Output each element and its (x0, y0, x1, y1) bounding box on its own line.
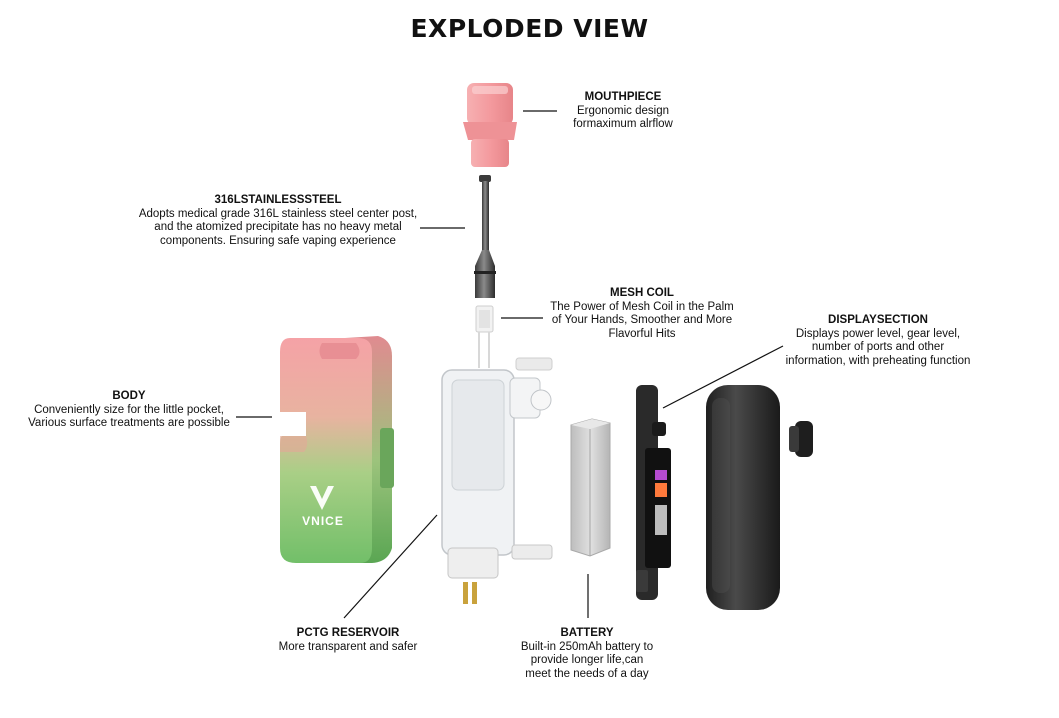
reservoir-desc: More transparent and safer (278, 640, 418, 653)
battery-label: BATTERY Built-in 250mAh battery to provi… (508, 627, 666, 681)
steel-desc: Adopts medical grade 316L stainless stee… (138, 207, 418, 247)
mouthpiece-label: MOUTHPIECE Ergonomic design formaximum a… (548, 91, 698, 132)
page-title: EXPLODED VIEW (410, 14, 649, 43)
mouthpiece-desc: Ergonomic design formaximum alrflow (573, 104, 673, 131)
mesh-coil-part (475, 305, 494, 368)
display-heading: DISPLAYSECTION (828, 314, 928, 326)
battery-part (570, 418, 611, 557)
mesh-coil-label: MESH COIL The Power of Mesh Coil in the … (540, 287, 744, 341)
brand-logo-text: VNICE (302, 514, 344, 528)
mouthpiece-heading: MOUTHPIECE (584, 91, 662, 103)
steel-heading: 316LSTAINLESSSTEEL (214, 194, 342, 206)
outer-shell-part (706, 385, 813, 610)
reservoir-label: PCTG RESERVOIR More transparent and safe… (268, 627, 428, 654)
battery-heading: BATTERY (560, 627, 614, 639)
body-desc: Conveniently size for the little pocket,… (28, 403, 230, 430)
display-board-part (636, 385, 671, 600)
display-desc: Displays power level, gear level, number… (785, 327, 971, 367)
mouthpiece-part (463, 83, 517, 167)
leader-lines (236, 110, 784, 619)
display-label: DISPLAYSECTION Displays power level, gea… (783, 314, 973, 368)
body-label: BODY Conveniently size for the little po… (20, 390, 238, 431)
steel-post-part (474, 175, 496, 298)
body-sleeve-part (280, 336, 394, 563)
battery-desc: Built-in 250mAh battery to provide longe… (520, 640, 654, 680)
reservoir-part (441, 357, 553, 604)
body-heading: BODY (112, 390, 146, 402)
steel-label: 316LSTAINLESSSTEEL Adopts medical grade … (128, 194, 428, 248)
mesh-coil-heading: MESH COIL (610, 287, 674, 299)
reservoir-heading: PCTG RESERVOIR (296, 627, 400, 639)
mesh-coil-desc: The Power of Mesh Coil in the Palm of Yo… (550, 300, 734, 340)
